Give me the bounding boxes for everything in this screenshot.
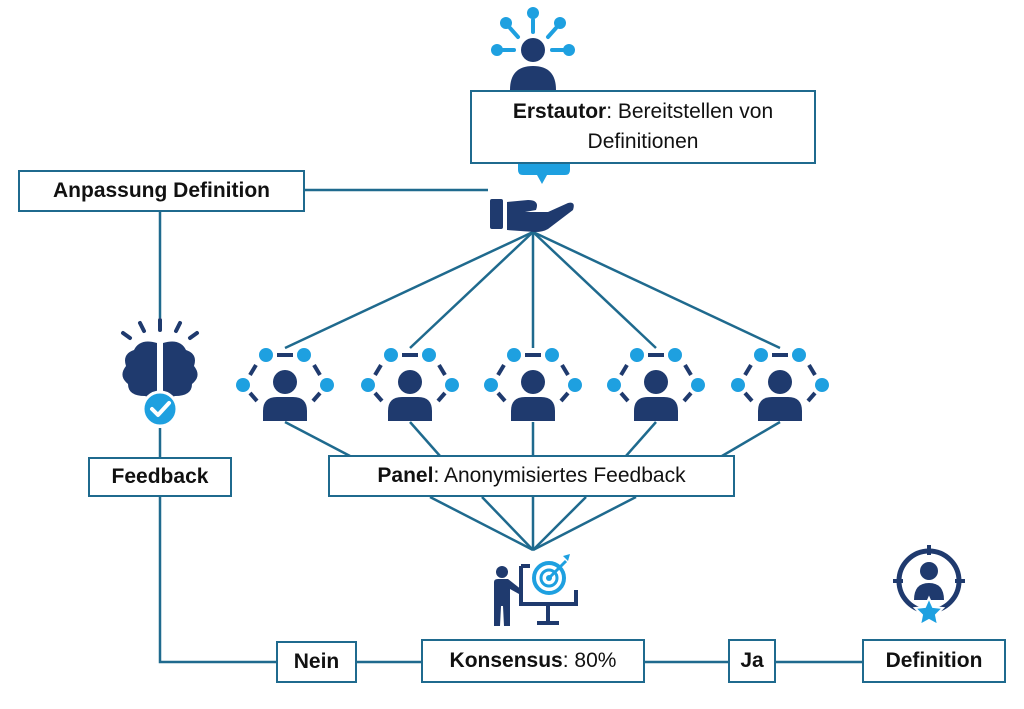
line-panel-to-consensus-4 [532, 496, 587, 551]
target-person-star-icon [893, 545, 965, 627]
line-panel-to-consensus-1 [429, 495, 534, 552]
line-member-5-to-panel [721, 420, 781, 458]
erstautor-bold: Erstautor [512, 100, 607, 123]
brain-check-icon [121, 318, 199, 428]
network-person-icon [491, 7, 575, 90]
line-hand-to-member-2 [409, 231, 534, 349]
line-member-4-to-panel [625, 421, 657, 457]
feedback-label: Feedback [111, 465, 209, 488]
erstautor-box: Erstautor: Bereitstellen von Definitione… [470, 90, 816, 164]
presenter-target-icon [494, 554, 578, 626]
definition-label: Definition [885, 649, 983, 672]
line-feedback-to-nein [158, 496, 277, 664]
anpassung-definition-box: Anpassung Definition [18, 170, 305, 212]
line-member-1-to-panel [284, 420, 351, 458]
erstautor-rest: : Bereitstellen von [606, 100, 774, 123]
nein-label: Nein [293, 650, 340, 673]
line-panel-to-consensus-2 [481, 496, 534, 551]
panel-rest: : Anonymisiertes Feedback [433, 464, 686, 487]
connector-lines [158, 188, 862, 664]
panel-members [236, 348, 829, 421]
line-member-2-to-panel [409, 421, 441, 457]
panel-member-icon [484, 348, 582, 421]
ja-label: Ja [740, 649, 764, 672]
konsensus-box: Konsensus: 80% [421, 639, 645, 683]
konsensus-bold: Konsensus [449, 649, 563, 672]
panel-member-icon [361, 348, 459, 421]
line-panel-to-consensus-5 [532, 495, 637, 552]
panel-member-icon [607, 348, 705, 421]
ja-box: Ja [728, 639, 776, 683]
line-hand-to-member-4 [532, 231, 657, 349]
panel-member-icon [236, 348, 334, 421]
line-hand-to-member-1 [284, 230, 534, 350]
nein-box: Nein [276, 641, 357, 683]
erstautor-line-1: Erstautor: Bereitstellen von [513, 97, 773, 127]
erstautor-line-2: Definitionen [587, 130, 699, 153]
line-hand-to-member-5 [532, 230, 781, 350]
panel-member-icon [731, 348, 829, 421]
konsensus-rest: : 80% [562, 649, 617, 672]
panel-box: Panel: Anonymisiertes Feedback [328, 455, 735, 497]
anpassung-definition-label: Anpassung Definition [53, 179, 270, 202]
definition-box: Definition [862, 639, 1006, 683]
feedback-box: Feedback [88, 457, 232, 497]
panel-bold: Panel [377, 464, 434, 487]
